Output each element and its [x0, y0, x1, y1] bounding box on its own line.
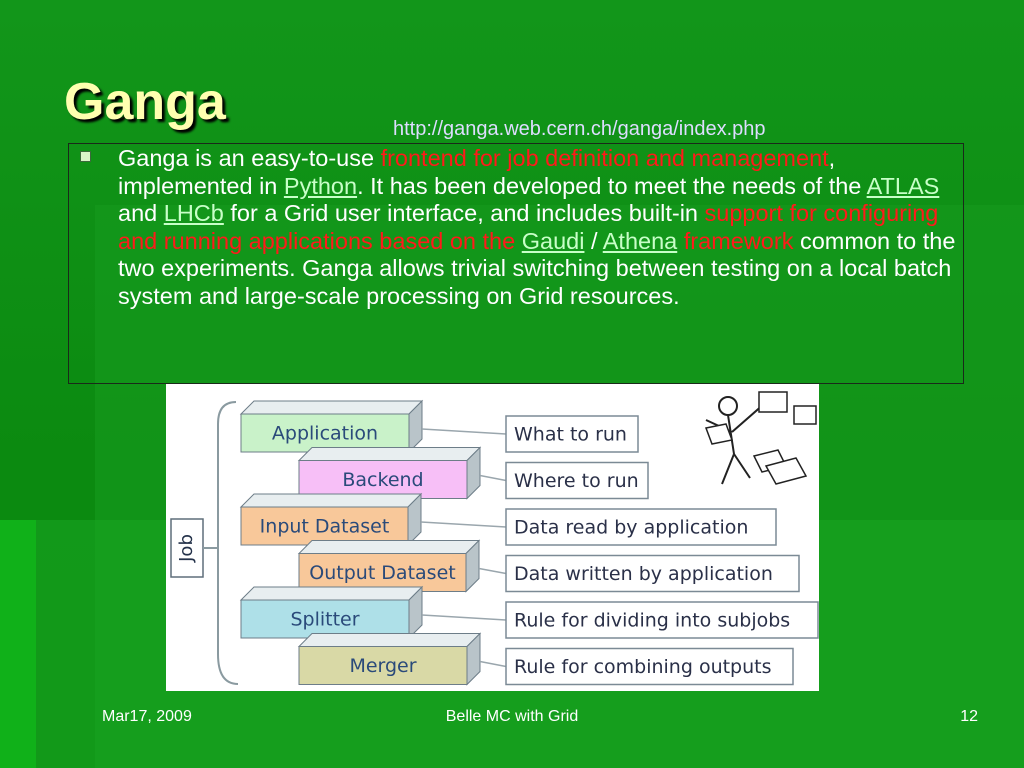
component-label: Merger	[349, 655, 416, 677]
text-run: , implemented in	[118, 145, 836, 199]
description-connector	[421, 614, 507, 621]
description-text: Data read by application	[514, 517, 748, 539]
description-connector	[421, 428, 507, 435]
description-box	[505, 601, 819, 639]
description-box	[505, 461, 649, 500]
link-python[interactable]: Python	[283, 172, 358, 199]
description-box	[505, 508, 777, 546]
bullet-square-icon	[80, 151, 91, 162]
description-connector	[479, 660, 507, 668]
job-label-box	[170, 518, 204, 578]
link-lhcb[interactable]: LHCb	[163, 200, 224, 226]
description-connector	[479, 474, 507, 482]
description-box	[505, 554, 800, 593]
component-label: Application	[272, 423, 378, 445]
description-text: Rule for combining outputs	[514, 656, 772, 678]
body-paragraph: Ganga is an easy-to-use frontend for job…	[118, 145, 960, 310]
description-connector	[420, 521, 507, 528]
component-input-dataset: Input Dataset	[239, 492, 423, 547]
description-box	[505, 415, 639, 453]
component-backend: Backend	[297, 446, 482, 500]
component-label: Output Dataset	[309, 562, 455, 584]
link-atlas[interactable]: ATLAS	[866, 172, 940, 199]
component-splitter: Splitter	[239, 585, 424, 640]
text-run: common to the two experiments. Ganga all…	[118, 227, 956, 309]
component-label: Input Dataset	[260, 516, 390, 538]
description-text: What to run	[514, 424, 627, 446]
slide-number: 12	[960, 708, 978, 725]
component-label: Splitter	[290, 609, 359, 631]
highlight-text: support for configuring and running appl…	[118, 200, 939, 254]
component-output-dataset: Output Dataset	[297, 539, 481, 593]
job-bracket	[217, 401, 239, 685]
source-url[interactable]: http://ganga.web.cern.ch/ganga/index.php	[393, 118, 766, 140]
content-box	[68, 143, 964, 384]
background-accent	[0, 520, 36, 768]
person-with-papers-clipart	[704, 391, 817, 485]
highlight-text: frontend for job definition and manageme…	[380, 145, 829, 171]
component-merger: Merger	[297, 632, 482, 686]
text-run: for a Grid user interface, and includes …	[223, 200, 705, 226]
description-box	[505, 647, 794, 686]
description-text: Data written by application	[514, 563, 773, 585]
description-connector	[478, 567, 507, 575]
highlight-text: framework	[677, 227, 794, 254]
footer-date: Mar17, 2009	[102, 708, 192, 725]
description-text: Where to run	[514, 470, 639, 492]
link-athena[interactable]: Athena	[602, 227, 678, 254]
component-label: Backend	[342, 469, 423, 491]
text-run: /	[584, 227, 603, 254]
description-text: Rule for dividing into subjobs	[514, 610, 790, 632]
link-gaudi[interactable]: Gaudi	[521, 227, 585, 254]
slide-title: Ganga	[64, 73, 226, 131]
footer-title: Belle MC with Grid	[445, 708, 579, 725]
text-run: . It has been developed to meet the need…	[357, 172, 867, 199]
job-label: Job	[176, 534, 197, 563]
text-run: Ganga is an easy-to-use	[118, 145, 381, 171]
component-application: Application	[239, 399, 424, 454]
text-run: and	[118, 200, 164, 226]
